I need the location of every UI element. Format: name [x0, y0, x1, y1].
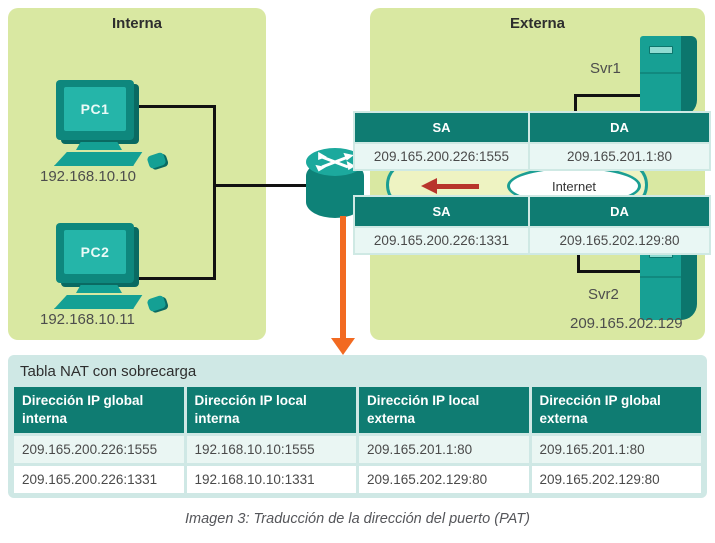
nat-table-title: Tabla NAT con sobrecarga [20, 363, 197, 380]
pc2-icon: PC2 [48, 223, 168, 313]
packet1-sa-header: SA [355, 113, 528, 142]
down-arrow-icon [340, 216, 346, 340]
nat-cell: 209.165.200.226:1331 [14, 466, 184, 493]
packet2-da-value: 209.165.202.129:80 [530, 228, 709, 253]
link-pc2 [128, 277, 216, 280]
link-svr2-horizontal [577, 270, 647, 273]
router-arrows-icon [315, 151, 356, 172]
pc2-keyboard-icon [54, 295, 143, 309]
nat-col-header: Dirección IP global interna [14, 387, 184, 433]
pc2-monitor-icon: PC2 [56, 223, 134, 283]
nat-cell: 209.165.201.1:80 [359, 436, 529, 463]
nat-cell: 192.168.10.10:1555 [186, 436, 356, 463]
link-lan-to-router [213, 184, 313, 187]
pc1-mouse-icon [146, 151, 167, 170]
nat-cell: 209.165.201.1:80 [531, 436, 701, 463]
zone-externa-label: Externa [509, 15, 566, 32]
packet1-sa-value: 209.165.200.226:1555 [355, 144, 528, 169]
nat-table: Tabla NAT con sobrecarga Dirección IP gl… [8, 355, 707, 498]
nat-col-header: Dirección IP local interna [186, 387, 356, 433]
svr2-ip: 209.165.202.129 [570, 315, 683, 332]
packet1-da-value: 209.165.201.1:80 [530, 144, 709, 169]
pc1-monitor-icon: PC1 [56, 80, 134, 140]
link-svr2-vertical [577, 250, 580, 273]
svr2-label: Svr2 [588, 286, 619, 303]
nat-col-header: Dirección IP global externa [531, 387, 701, 433]
link-pc1 [128, 105, 216, 108]
packet2-sa-value: 209.165.200.226:1331 [355, 228, 528, 253]
nat-table-grid: Dirección IP global interna Dirección IP… [14, 387, 701, 493]
packet2-da-header: DA [530, 197, 709, 226]
pc1-ip: 192.168.10.10 [40, 168, 136, 185]
packet1-table: SA DA 209.165.200.226:1555 209.165.201.1… [353, 111, 711, 171]
packet1-da-header: DA [530, 113, 709, 142]
packet2-sa-header: SA [355, 197, 528, 226]
nat-cell: 209.165.202.129:80 [359, 466, 529, 493]
pc2-label: PC2 [64, 230, 126, 274]
nat-col-header: Dirección IP local externa [359, 387, 529, 433]
figure-caption: Imagen 3: Traducción de la dirección del… [185, 511, 530, 527]
pc1-keyboard-icon [54, 152, 143, 166]
nat-cell: 209.165.202.129:80 [531, 466, 701, 493]
packet-flow-arrow-icon [435, 184, 479, 189]
pc1-icon: PC1 [48, 80, 168, 170]
svr1-label: Svr1 [590, 60, 621, 77]
link-trunk-vertical [213, 105, 216, 280]
zone-interna: Interna [8, 8, 266, 340]
zone-interna-label: Interna [111, 15, 162, 32]
nat-cell: 192.168.10.10:1331 [186, 466, 356, 493]
pc2-mouse-icon [146, 294, 167, 313]
nat-cell: 209.165.200.226:1555 [14, 436, 184, 463]
packet2-table: SA DA 209.165.200.226:1331 209.165.202.1… [353, 195, 711, 255]
pc2-ip: 192.168.10.11 [40, 311, 135, 328]
svr1-icon [640, 36, 697, 116]
link-svr1-horizontal [574, 94, 646, 97]
link-svr1-vertical [574, 94, 577, 116]
pc1-label: PC1 [64, 87, 126, 131]
